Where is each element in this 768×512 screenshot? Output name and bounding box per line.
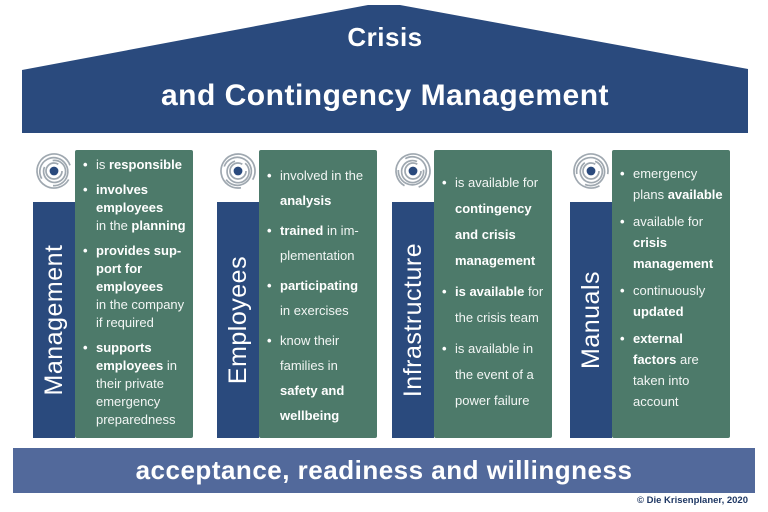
base-label: acceptance, readiness and willingness	[135, 455, 633, 485]
pillar-employees: Employees involved in theanalysistrained…	[217, 150, 377, 438]
copyright-text: © Die Krisenplaner, 2020	[636, 495, 748, 506]
pillar-bullets-employees: involved in theanalysistrained in im-ple…	[267, 163, 373, 428]
pillar-infrastructure: Infrastructure is available forcontingen…	[392, 150, 552, 438]
pillar-bar: Manuals	[570, 202, 612, 438]
diagram-title-line2: and Contingency Management	[160, 79, 610, 112]
pillar-management: Management is responsible involvesemploye…	[33, 150, 193, 438]
spiral-rings-icon	[220, 153, 256, 189]
spiral-rings-icon	[36, 153, 72, 189]
pillar-label-management: Management	[40, 244, 68, 396]
roof-shape: Crisis and Contingency Management	[22, 5, 748, 133]
base-bar: acceptance, readiness and willingness	[13, 448, 755, 493]
pillar-label-manuals: Manuals	[577, 271, 605, 369]
pillar-bar: Management	[33, 202, 75, 438]
bullet-item: is responsible	[83, 156, 189, 174]
pillar-label-employees: Employees	[224, 255, 252, 385]
pillar-bar: Employees	[217, 202, 259, 438]
pillar-label-infrastructure: Infrastructure	[399, 242, 427, 398]
spiral-rings-icon	[395, 153, 431, 189]
pillar-bar: Infrastructure	[392, 202, 434, 438]
spiral-rings-icon	[573, 153, 609, 189]
diagram-title-line1: Crisis	[347, 22, 423, 52]
bullet-item: trained in im-plementation	[267, 218, 373, 268]
pillar-panel: involved in theanalysistrained in im-ple…	[259, 150, 377, 438]
